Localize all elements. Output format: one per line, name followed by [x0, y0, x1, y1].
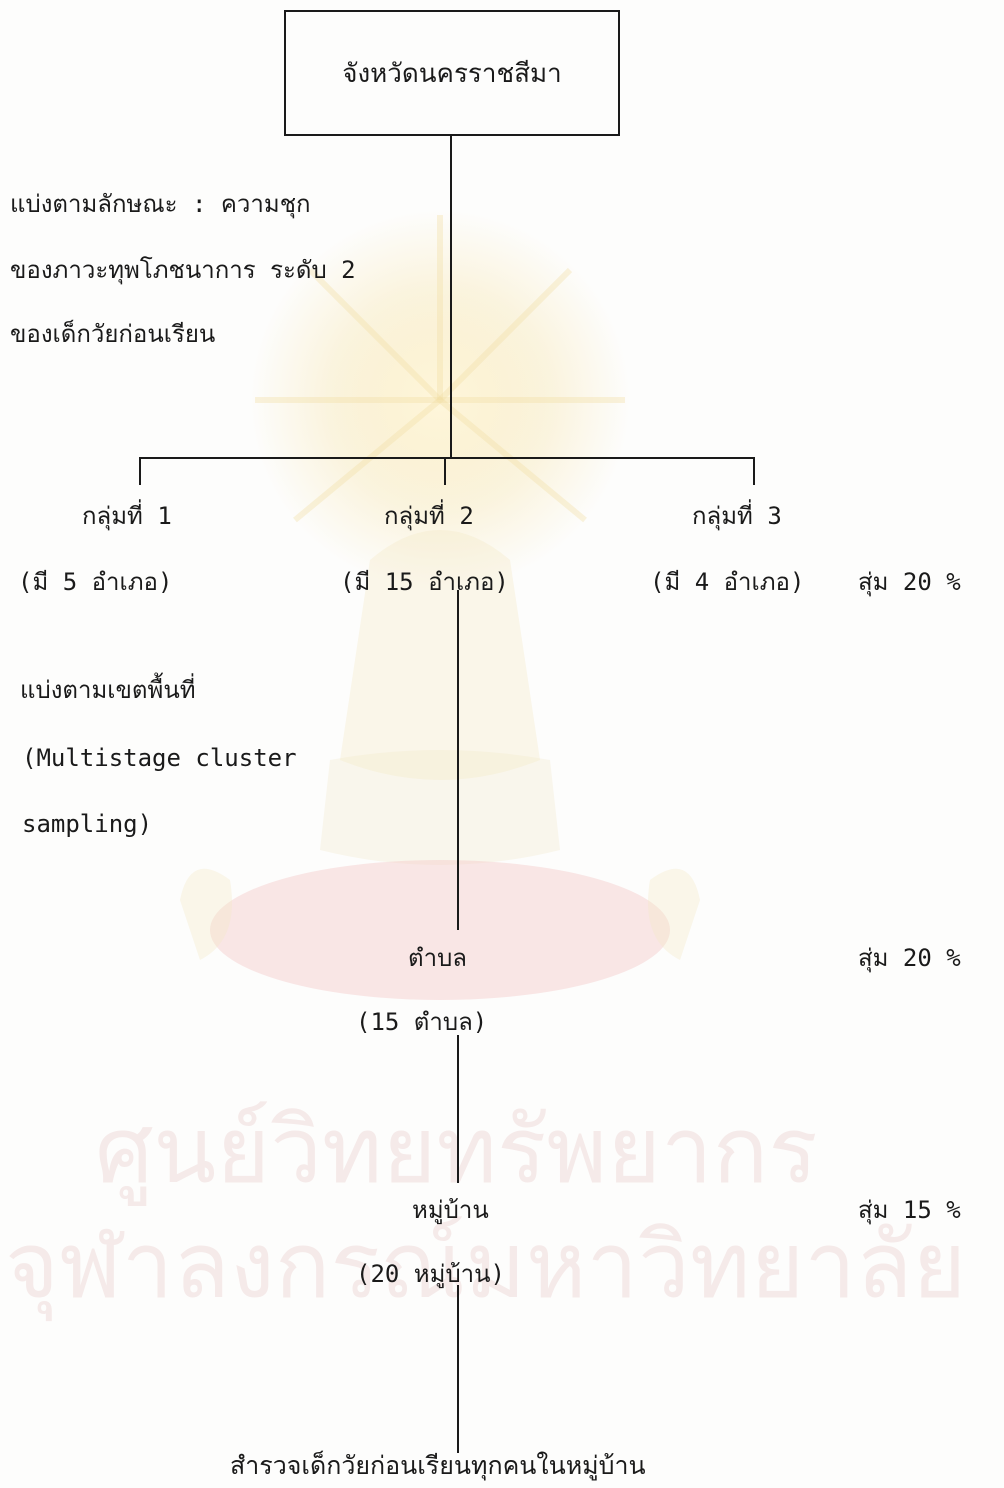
group-1-label: กลุ่มที่ 1	[82, 502, 172, 530]
village-label: หมู่บ้าน	[412, 1196, 489, 1224]
group-1-count: (มี 5 อำเภอ)	[18, 568, 173, 596]
cluster-note-line-1: แบ่งตามเขตพื้นที่	[20, 676, 196, 704]
group-3-count: (มี 4 อำเภอ)	[650, 568, 805, 596]
cluster-note-line-3: sampling)	[22, 810, 153, 838]
tambon-label: ตำบล	[408, 944, 468, 972]
sample-rate-village: สุ่ม 15 %	[858, 1196, 961, 1224]
group-2-count: (มี 15 อำเภอ)	[340, 568, 509, 596]
group-3-label: กลุ่มที่ 3	[692, 502, 782, 530]
cluster-note-line-2: (Multistage cluster	[22, 744, 297, 772]
root-box: จังหวัดนครราชสีมา	[284, 10, 620, 136]
connector-group-3	[753, 457, 755, 485]
connector-group-2	[444, 457, 446, 485]
stratify-note-line-1: แบ่งตามลักษณะ : ความชุก	[10, 190, 311, 218]
connector-branch-horizontal	[139, 457, 755, 459]
sample-rate-tambon: สุ่ม 20 %	[858, 944, 961, 972]
final-step-label: สำรวจเด็กวัยก่อนเรียนทุกคนในหมู่บ้าน	[230, 1451, 646, 1480]
tambon-count: (15 ตำบล)	[356, 1008, 488, 1036]
group-2-label: กลุ่มที่ 2	[384, 502, 474, 530]
root-label: จังหวัดนครราชสีมา	[342, 58, 562, 89]
connector-group2-to-tambon	[457, 590, 459, 930]
stratify-note-line-2: ของภาวะทุพโภชนาการ ระดับ 2	[10, 256, 356, 284]
connector-root-down	[450, 136, 452, 458]
connector-village-to-final	[457, 1285, 459, 1453]
village-count: (20 หมู่บ้าน)	[356, 1260, 506, 1288]
connector-group-1	[139, 457, 141, 485]
connector-tambon-to-village	[457, 1035, 459, 1183]
sample-rate-districts: สุ่ม 20 %	[858, 568, 961, 596]
stratify-note-line-3: ของเด็กวัยก่อนเรียน	[10, 320, 216, 348]
